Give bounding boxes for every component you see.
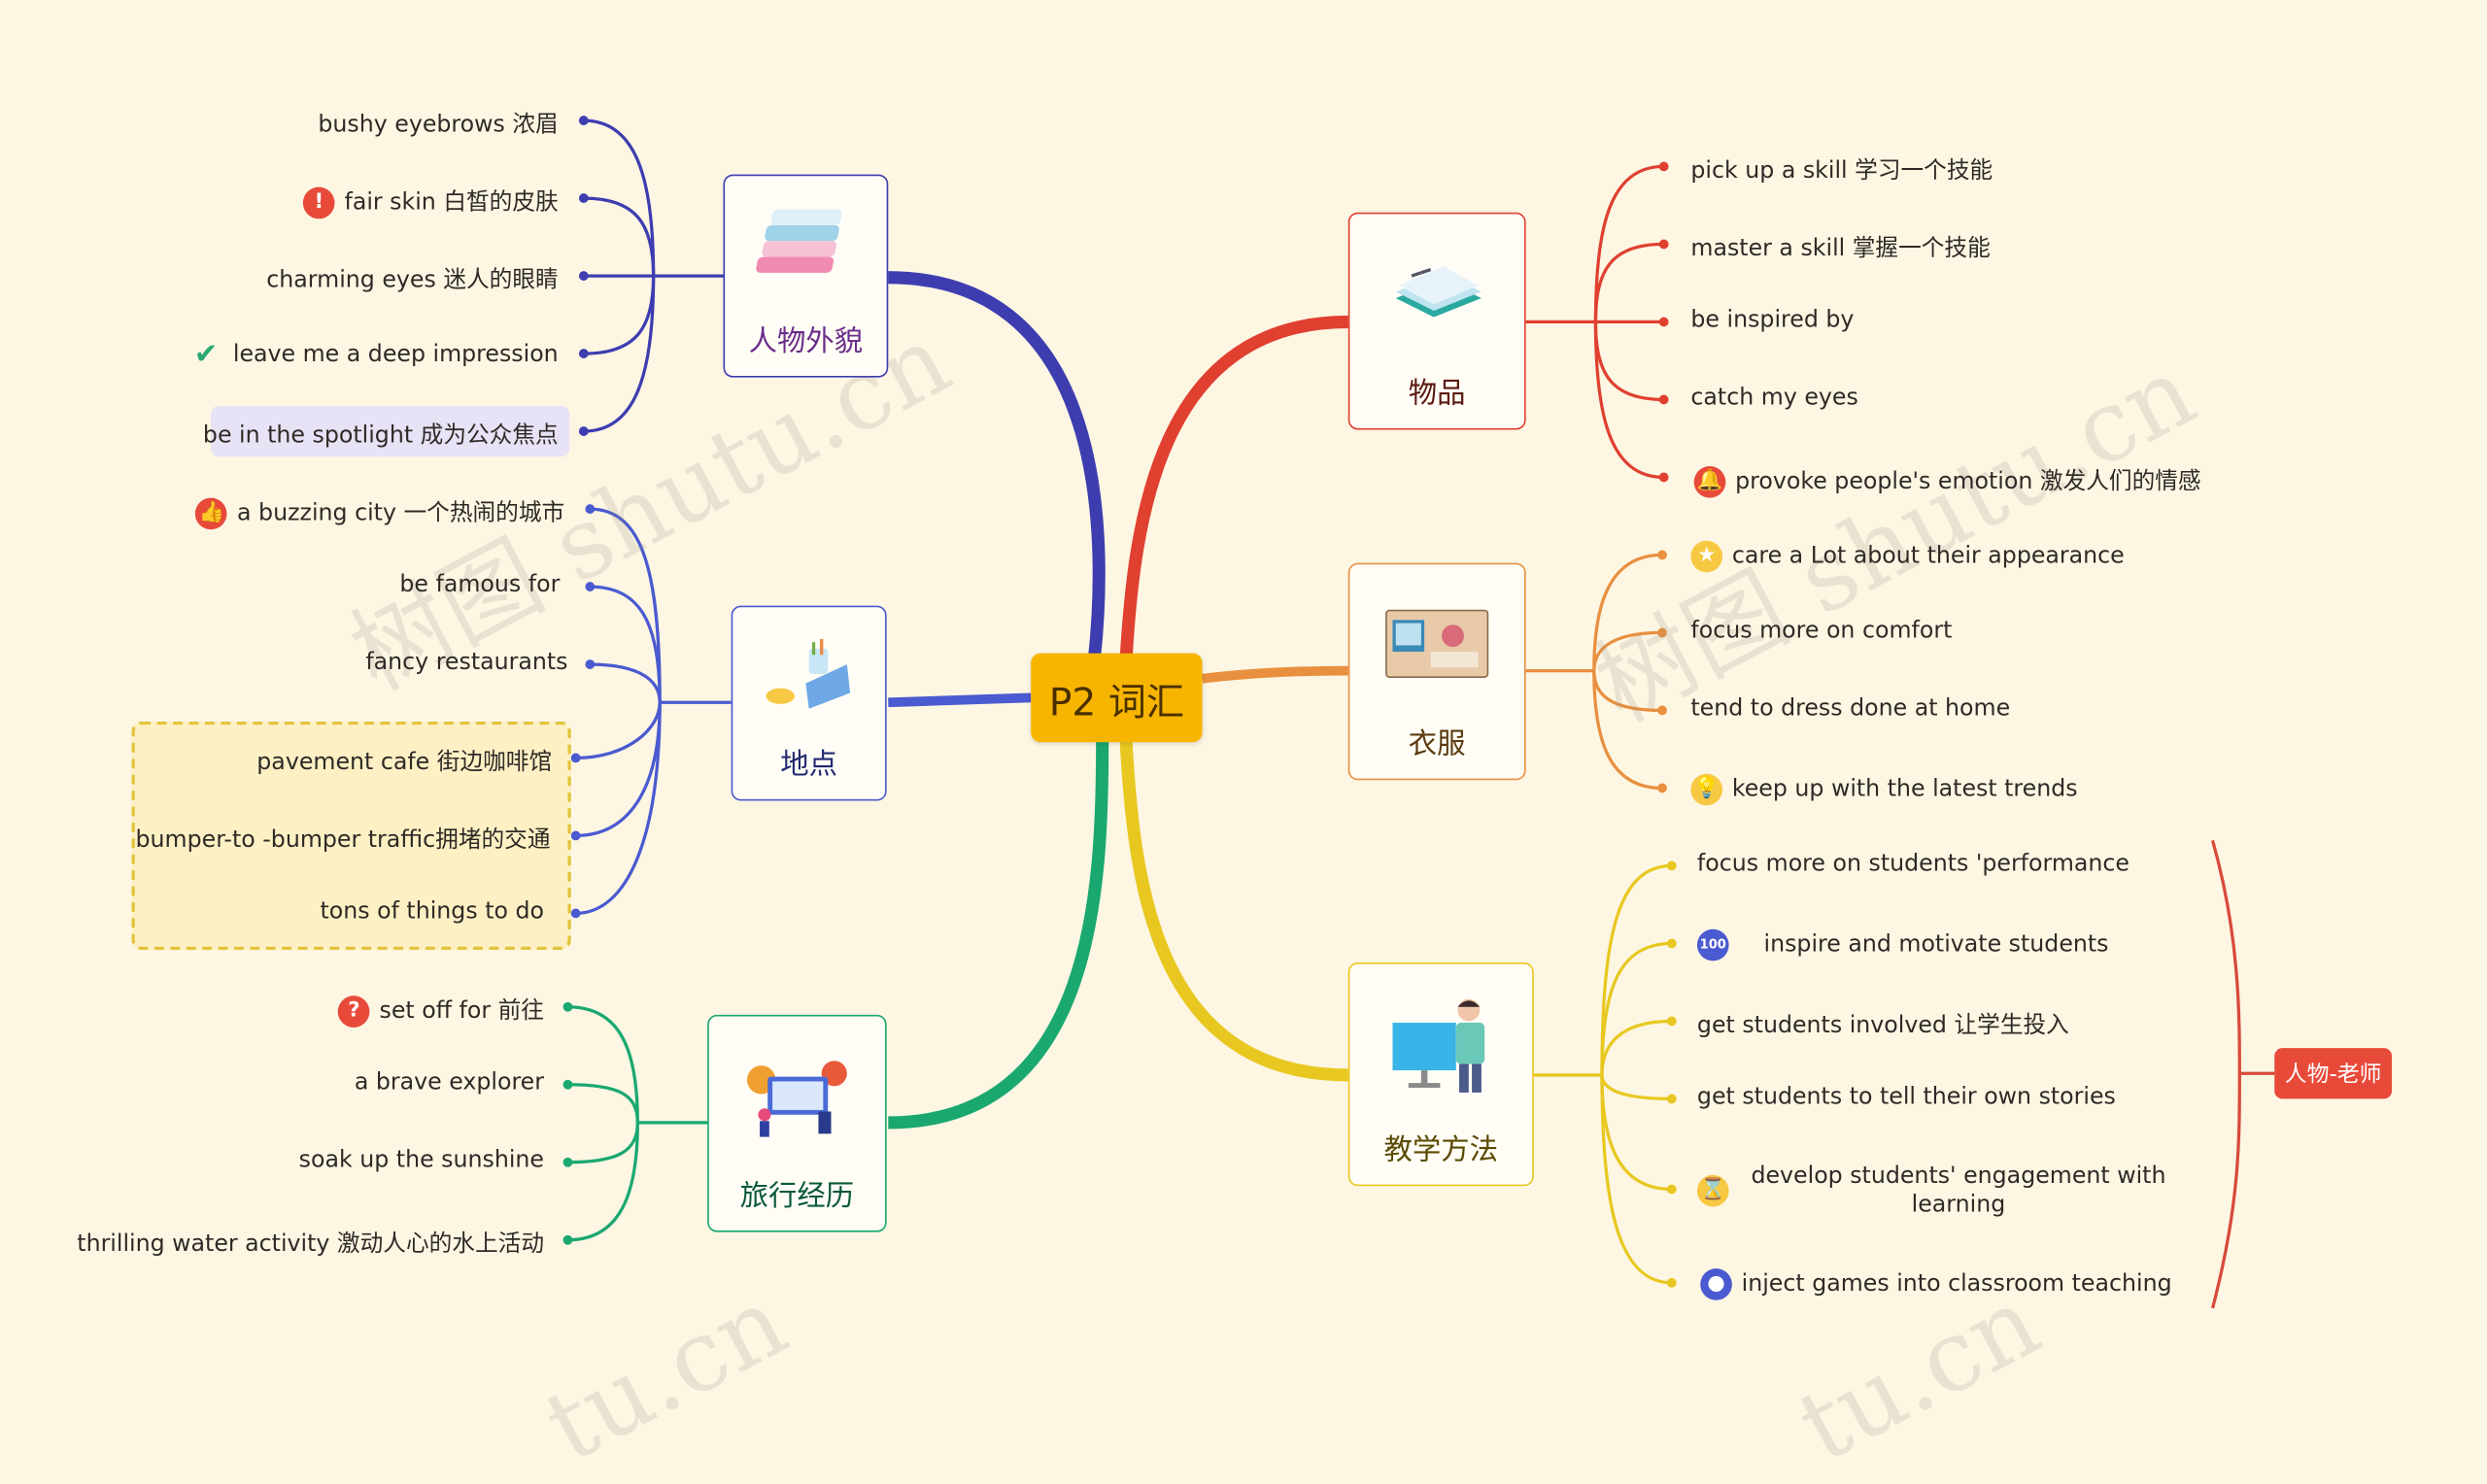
leaf-engagement-line-1: develop students' engagement with (1751, 1164, 2166, 1190)
leaf-pick-up-skill[interactable]: pick up a skill 学习一个技能 (1690, 158, 1993, 185)
appearance-leaf-dots (578, 116, 589, 436)
leaf-dress-at-home[interactable]: tend to dress done at home (1690, 695, 2011, 722)
thumbs-up-icon: 👍 (195, 497, 228, 530)
leaf-famous-for[interactable]: be famous for (399, 572, 561, 598)
central-topic[interactable]: P2 词汇 (1031, 653, 1203, 743)
score-100-icon: 100 (1696, 928, 1729, 961)
summary-tag-teacher[interactable]: 人物-老师 (2274, 1048, 2393, 1099)
mind-map-canvas: 树图 shutu.cn 树图 shutu.cn tu.cn tu.cn P2 词… (77, 112, 2393, 1484)
branch-appearance-line (888, 271, 1106, 659)
topic-objects-label: 物品 (1408, 377, 1466, 411)
travel-scene-icon (741, 1017, 852, 1174)
topic-objects[interactable]: 物品 (1347, 212, 1526, 430)
books-icon (755, 176, 856, 319)
leaf-soak-sunshine[interactable]: soak up the sunshine (298, 1148, 544, 1174)
leaf-care-appearance-text: care a Lot about their appearance (1731, 543, 2125, 570)
travel-leaf-dots (562, 1001, 573, 1245)
leaf-bushy-eyebrows[interactable]: bushy eyebrows 浓眉 (318, 112, 559, 139)
highlight-box-spotlight (211, 405, 570, 457)
leaf-inspired-by[interactable]: be inspired by (1690, 307, 1855, 333)
place-leaf-dots (570, 504, 596, 919)
clothes-leaf-lines (1525, 553, 1663, 791)
leaf-tons-of-things[interactable]: tons of things to do (320, 898, 544, 925)
appearance-leaf-lines (583, 118, 724, 433)
teaching-leaf-dots (1666, 860, 1677, 1288)
branch-objects-line (1119, 315, 1348, 658)
leaf-inject-games-text: inject games into classroom teaching (1741, 1271, 2172, 1298)
design-board-icon (1383, 564, 1491, 722)
topic-clothes-label: 衣服 (1408, 727, 1466, 761)
branch-place-line (888, 692, 1032, 708)
leaf-deep-impression-text: leave me a deep impression (232, 342, 559, 368)
leaf-care-appearance[interactable]: ★ care a Lot about their appearance (1690, 540, 2125, 573)
leaf-set-off-text: set off for 前往 (379, 998, 544, 1025)
boundary-box (131, 721, 571, 950)
leaf-focus-comfort[interactable]: focus more on comfort (1690, 618, 1953, 644)
clothes-leaf-dots (1657, 550, 1667, 793)
place-leaf-lines (575, 507, 732, 916)
leaf-latest-trends-text: keep up with the latest trends (1731, 776, 2078, 803)
star-icon: ★ (1690, 540, 1723, 573)
leaf-engagement-text: develop students' engagement with learni… (1751, 1163, 2165, 1220)
branch-clothes-line (1201, 665, 1348, 684)
objects-leaf-lines (1525, 164, 1664, 480)
hourglass-icon: ⌛ (1696, 1174, 1729, 1207)
topic-teaching-label: 教学方法 (1383, 1133, 1499, 1167)
topic-place[interactable]: 地点 (731, 605, 887, 801)
topic-travel[interactable]: 旅行经历 (707, 1014, 887, 1232)
leaf-water-activity[interactable]: thrilling water activity 激动人心的水上活动 (77, 1231, 544, 1258)
topic-appearance[interactable]: 人物外貌 (723, 174, 889, 378)
leaf-charming-eyes[interactable]: charming eyes 迷人的眼睛 (266, 267, 559, 294)
objects-leaf-dots (1658, 161, 1669, 483)
summary-bracket (2210, 839, 2241, 1309)
leaf-engagement-line-2: learning (1911, 1192, 2006, 1218)
checkmark-icon: ✔ (193, 337, 219, 372)
leaf-master-skill[interactable]: master a skill 掌握一个技能 (1690, 236, 1991, 262)
leaf-inject-games[interactable]: ● inject games into classroom teaching (1700, 1268, 2172, 1300)
branch-travel-line (888, 742, 1109, 1130)
leaf-buzzing-city[interactable]: 👍 a buzzing city 一个热闹的城市 (195, 494, 565, 530)
leaf-fair-skin[interactable]: ! fair skin 白皙的皮肤 (303, 184, 559, 219)
connector-lines (562, 116, 2275, 1309)
leaf-set-off[interactable]: ? set off for 前往 (338, 993, 544, 1028)
notebook-stack-icon (1386, 214, 1487, 371)
topic-travel-label: 旅行经历 (739, 1179, 855, 1213)
teaching-leaf-lines (1533, 863, 1672, 1285)
travel-leaf-lines (567, 1005, 708, 1242)
question-icon: ? (338, 995, 370, 1028)
leaf-provoke-emotion[interactable]: 🔔 provoke people's emotion 激发人们的情感 (1693, 463, 2201, 498)
exclamation-icon: ! (303, 186, 335, 219)
leaf-latest-trends[interactable]: 💡 keep up with the latest trends (1690, 773, 2078, 806)
leaf-fancy-restaurants[interactable]: fancy restaurants (365, 650, 568, 676)
leaf-inspire-motivate[interactable]: 100 inspire and motivate students (1696, 928, 2109, 961)
leaf-tell-stories[interactable]: get students to tell their own stories (1696, 1084, 2116, 1110)
lightbulb-icon: 💡 (1690, 773, 1723, 806)
leaf-pavement-cafe[interactable]: pavement cafe 街边咖啡馆 (256, 750, 553, 776)
leaf-provoke-emotion-text: provoke people's emotion 激发人们的情感 (1735, 469, 2201, 495)
topic-clothes[interactable]: 衣服 (1347, 562, 1526, 781)
leaf-spotlight[interactable]: be in the spotlight 成为公众焦点 (202, 422, 559, 450)
leaf-brave-explorer[interactable]: a brave explorer (354, 1070, 544, 1096)
leaf-students-involved[interactable]: get students involved 让学生投入 (1696, 1013, 2069, 1039)
leaf-bumper-traffic[interactable]: bumper-to -bumper traffic拥堵的交通 (135, 827, 551, 854)
user-icon: ● (1700, 1268, 1732, 1300)
leaf-fair-skin-text: fair skin 白皙的皮肤 (344, 189, 559, 217)
leaf-engagement[interactable]: ⌛ develop students' engagement with lear… (1696, 1163, 2165, 1220)
leaf-buzzing-city-text: a buzzing city 一个热闹的城市 (237, 500, 565, 527)
topic-teaching[interactable]: 教学方法 (1347, 962, 1534, 1187)
leaf-catch-eyes[interactable]: catch my eyes (1690, 385, 1858, 411)
leaf-inspire-motivate-text: inspire and motivate students (1763, 931, 2109, 959)
teacher-whiteboard-icon (1385, 964, 1496, 1128)
bell-icon: 🔔 (1693, 465, 1726, 498)
topic-place-label: 地点 (780, 748, 838, 782)
branch-teaching-line (1119, 741, 1348, 1082)
leaf-focus-performance[interactable]: focus more on students 'performance (1696, 851, 2129, 877)
desk-supplies-icon (762, 607, 857, 742)
leaf-deep-impression[interactable]: ✔ leave me a deep impression (188, 339, 559, 371)
topic-appearance-label: 人物外貌 (748, 324, 864, 358)
